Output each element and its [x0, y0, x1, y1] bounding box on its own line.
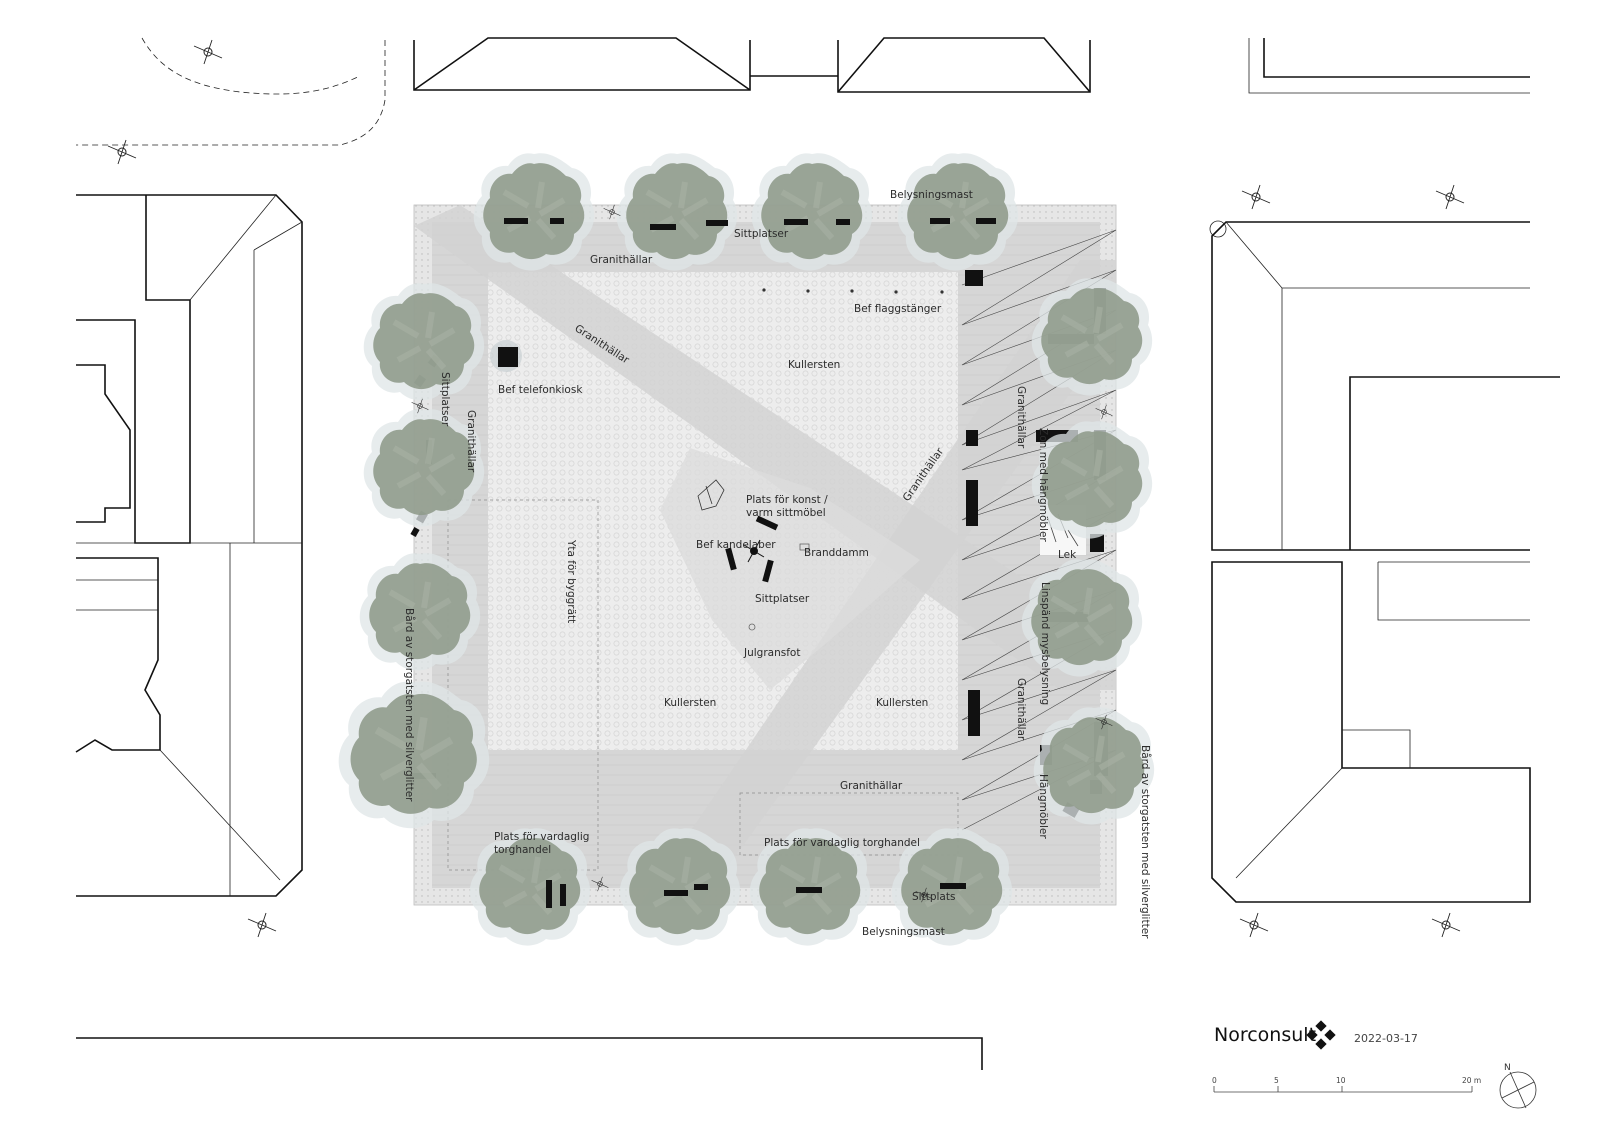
street-lamp-icon [1239, 912, 1269, 938]
center-seating [725, 515, 779, 583]
trade-zone [739, 792, 959, 856]
label-sittplats-bottom: Sittplats [912, 891, 955, 903]
street-lamp-icon [1431, 912, 1461, 938]
scale-tick-20: 20 m [1462, 1076, 1481, 1085]
perimeter-benches [504, 218, 996, 908]
label-bard-right: Bård av storgatsten med silverglitter [1139, 745, 1152, 939]
scale-bar: 0 5 10 20 m [1212, 1076, 1481, 1093]
street-lamp-icon [193, 39, 223, 65]
label-bef-kandelaber: Bef kandelaber [696, 539, 776, 551]
plaza [410, 204, 1117, 906]
label-linspand-belysning: Linspänd mysbelysning [1039, 582, 1051, 705]
scale-tick-10: 10 [1336, 1076, 1346, 1085]
label-branddamm: Branddamm [804, 547, 869, 559]
north-label: N [1504, 1063, 1511, 1073]
label-kullersten-left: Kullersten [664, 697, 716, 709]
fire-pond [799, 543, 810, 551]
label-torghandel-left-line1: Plats för vardaglig [494, 831, 589, 843]
label-konst-line2: varm sittmöbel [746, 507, 826, 519]
label-zon-hangmobler: Zon med hängmöbler [1037, 428, 1049, 542]
label-torghandel-bottom: Plats för vardaglig torghandel [764, 837, 920, 849]
tree-icon [1034, 707, 1154, 824]
label-sittplatser-top: Sittplatser [734, 228, 789, 240]
label-bef-flaggstanger: Bef flaggstänger [854, 303, 942, 315]
label-granithallar-bottom: Granithällar [840, 780, 903, 792]
label-bard-left: Bård av storgatsten med silverglitter [403, 608, 416, 802]
label-hangmobler: Hängmöbler [1037, 774, 1049, 839]
label-kullersten-top: Kullersten [788, 359, 840, 371]
tree-icon [898, 153, 1018, 270]
tree-icon [364, 283, 484, 400]
street-lamp-icon [1435, 184, 1465, 210]
label-kullersten-right: Kullersten [876, 697, 928, 709]
north-arrow-icon: N [1499, 1063, 1537, 1109]
label-granithallar-top: Granithällar [590, 254, 653, 266]
label-torghandel-left-line2: torghandel [494, 844, 551, 856]
label-lek: Lek [1058, 549, 1077, 561]
label-belysningsmast-bottom: Belysningsmast [862, 926, 945, 938]
scale-tick-0: 0 [1212, 1076, 1217, 1085]
label-bef-telefonkiosk: Bef telefonkiosk [498, 384, 583, 396]
label-sittplatser-left: Sittplatser [439, 372, 451, 427]
company-name: Norconsult [1214, 1024, 1316, 1046]
street-lamp-icon [107, 139, 137, 165]
norconsult-diamond-logo [1306, 1020, 1336, 1050]
label-sittplatser-center: Sittplatser [755, 593, 810, 605]
street-lamp-icon [247, 912, 277, 938]
tree-icon [360, 553, 480, 670]
label-julgransfot: Julgransfot [743, 647, 800, 659]
christmas-tree-base [748, 623, 756, 631]
title-block: Norconsult 2022-03-17 0 5 10 20 m N [1212, 1020, 1537, 1109]
tree-icon [474, 153, 594, 270]
label-belysningsmast-top: Belysningsmast [890, 189, 973, 201]
tree-icon [752, 153, 872, 270]
label-granithallar-right-upper: Granithällar [1015, 386, 1027, 449]
scale-tick-5: 5 [1274, 1076, 1279, 1085]
label-yta-byggratt: Yta för byggrätt [565, 539, 577, 623]
label-granithallar-right-lower: Granithällar [1015, 678, 1027, 741]
label-konst-line1: Plats för konst / [746, 494, 828, 506]
context-buildings [75, 37, 1560, 1070]
tree-icon [1032, 278, 1152, 395]
label-granithallar-left: Granithällar [465, 410, 477, 473]
phone-kiosk [498, 347, 518, 367]
street-lamp-icon [1241, 184, 1271, 210]
art-icon [697, 479, 725, 511]
drawing-date: 2022-03-17 [1354, 1032, 1418, 1045]
tree-icon [620, 828, 740, 945]
flagpoles [762, 288, 944, 294]
tree-icon [617, 153, 737, 270]
